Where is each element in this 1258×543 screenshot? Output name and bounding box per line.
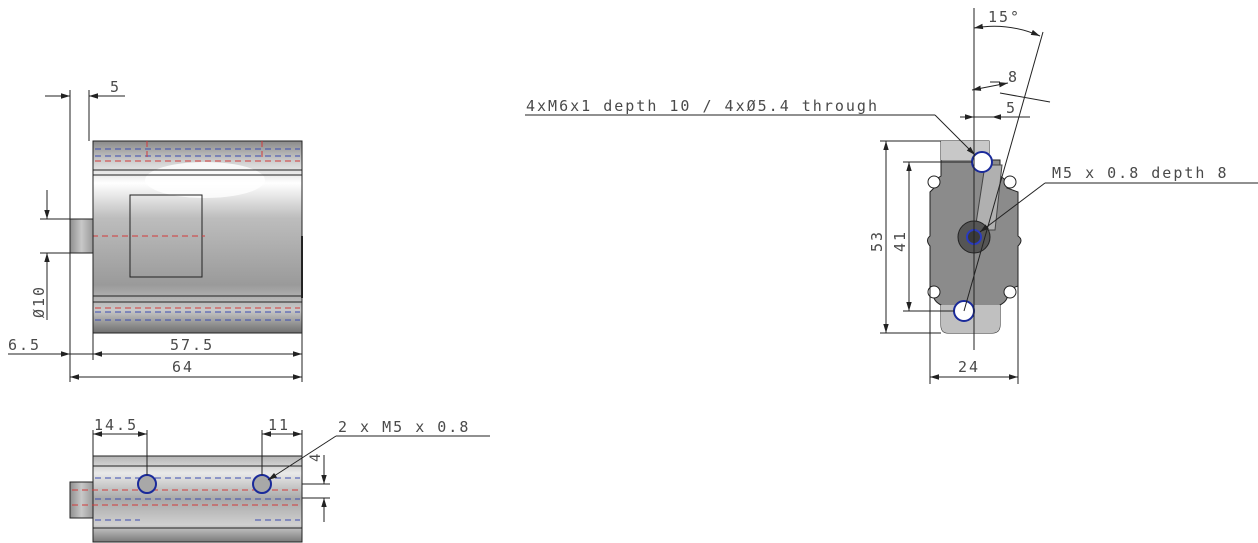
- callout-2x-m5: 2 x M5 x 0.8: [338, 418, 470, 436]
- dim-24: 24: [958, 358, 980, 376]
- dim-8: 8: [1008, 68, 1019, 86]
- dim-5-end: 5: [1006, 99, 1017, 117]
- dim-angle-15: 15°: [988, 8, 1021, 26]
- dim-64: 64: [172, 358, 194, 376]
- bottom-hole-right: [252, 474, 272, 494]
- side-highlight: [145, 162, 265, 198]
- side-shaft: [69, 218, 94, 254]
- bottom-view: 14.5 11 4 2 x M5 x 0.8: [69, 416, 490, 543]
- dim-53: 53: [868, 230, 886, 252]
- side-view: 5 Ø10 6.5 57.5 64: [8, 78, 303, 382]
- end-view: 15° 8 5 4xM6x1 depth 10 / 4xØ5.4 through…: [525, 8, 1258, 384]
- dim-5-top: 5: [110, 78, 121, 96]
- bottom-hole-left: [137, 474, 157, 494]
- dim-14-5: 14.5: [94, 416, 138, 434]
- dim-6-5: 6.5: [8, 336, 41, 354]
- dim-4: 4: [308, 453, 324, 462]
- dim-57-5: 57.5: [170, 336, 214, 354]
- dim-diameter-10: Ø10: [30, 285, 48, 318]
- callout-center-hole: M5 x 0.8 depth 8: [1052, 164, 1229, 182]
- callout-mount-holes: 4xM6x1 depth 10 / 4xØ5.4 through: [526, 97, 879, 115]
- bottom-shaft: [69, 481, 94, 519]
- dim-11: 11: [268, 416, 290, 434]
- dim-41: 41: [891, 230, 909, 252]
